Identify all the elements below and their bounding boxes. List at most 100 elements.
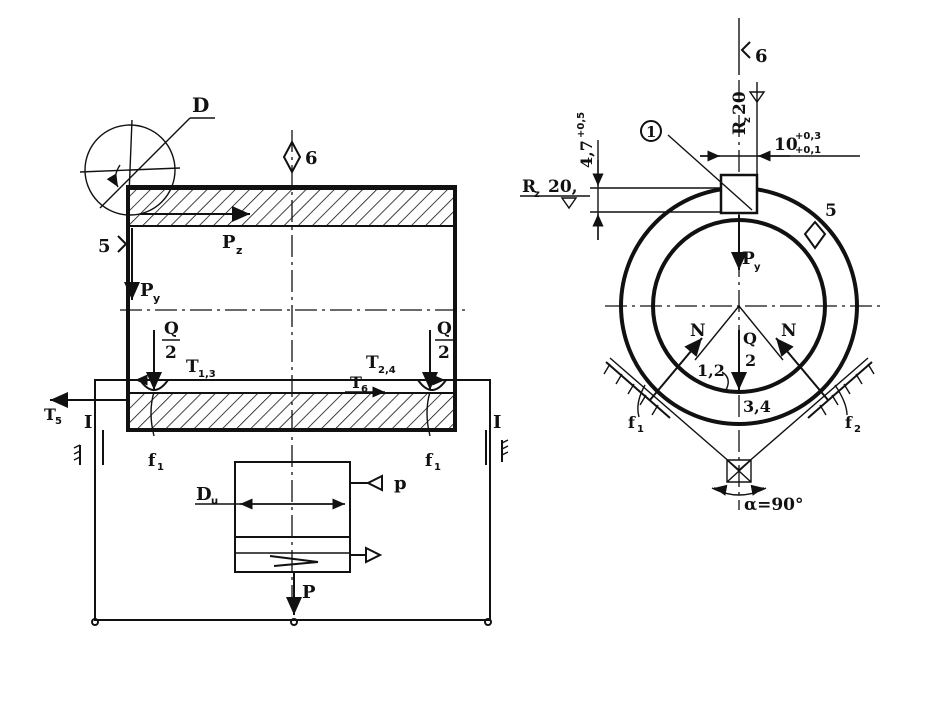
f2-ring-leader [834, 384, 848, 416]
label-n34: 3,4 [743, 397, 771, 416]
alpha-arrow-r [750, 484, 765, 496]
n12-leader [721, 371, 729, 391]
left-view: D 6 5 P z P y Q 2 Q 2 T 1,3 T 2,4 T 6 T … [44, 93, 509, 626]
label-f1-ring-sub: 1 [637, 424, 644, 435]
fixture-frame [94, 379, 491, 621]
label-dim-47-tol: +0,5 [576, 112, 587, 138]
label-i-left: I [84, 412, 92, 433]
label-t13: T [186, 357, 199, 377]
label-rz-left: R [522, 177, 537, 197]
label-f1-ring: f [628, 413, 636, 432]
label-py-left: P [140, 280, 154, 301]
dim-47-text-group: 4,7 +0,5 [576, 112, 596, 168]
label-t5: T [44, 405, 56, 424]
label-t13-sub: 1,3 [198, 369, 216, 380]
right-shoe [417, 379, 447, 391]
rz-top-text-group: R z 20 [730, 91, 753, 135]
label-rz-top-val: 20 [730, 91, 750, 115]
label-du-sub: u [211, 496, 218, 507]
right-support-hatch [807, 361, 875, 419]
label-two-left: 2 [165, 343, 177, 363]
n-left-arrow [694, 305, 740, 361]
label-q-right: Q [437, 319, 452, 339]
n-right-force [775, 337, 829, 401]
label-p-small: p [394, 473, 407, 494]
label-t6: T [350, 373, 362, 392]
right-shoe-leader [426, 391, 431, 437]
label-five-left: 5 [98, 236, 111, 257]
label-q-left: Q [164, 319, 179, 339]
label-t24: T [366, 353, 379, 373]
callout-circle-1 [640, 120, 662, 142]
label-rz-top: R [730, 120, 750, 135]
label-n-left: N [690, 321, 706, 341]
diameter-leader [99, 117, 191, 209]
label-f1-right-sub: 1 [434, 462, 441, 473]
label-f2-ring: f [845, 413, 853, 432]
label-p-big: P [302, 582, 316, 603]
right-view: 6 R z 20 4,7 +0,5 10 +0,3 +0,1 1 R z 20,… [520, 18, 880, 515]
label-py-ring-sub: y [754, 262, 761, 273]
label-rz-top-sub: z [742, 117, 753, 123]
pressure-port-top [350, 474, 383, 492]
five-chevron [117, 235, 128, 253]
label-t5-sub: 5 [55, 416, 62, 427]
rz-left-triangle [560, 197, 578, 210]
label-f2-ring-sub: 2 [854, 424, 861, 435]
label-two-right: 2 [438, 343, 450, 363]
prism-left-face [609, 357, 740, 471]
label-dim-10: 10 [774, 135, 798, 155]
label-pz-sub: z [236, 244, 242, 257]
node-left [91, 618, 99, 626]
label-d: D [192, 93, 209, 117]
label-two-ring: 2 [745, 351, 756, 370]
label-circle-1: 1 [646, 123, 656, 141]
label-f1-left-sub: 1 [157, 462, 164, 473]
label-six-left: 6 [305, 148, 318, 169]
spring-symbol [269, 555, 319, 567]
label-rz-left-sub: z [534, 189, 540, 200]
left-support-hatch [603, 361, 671, 419]
label-n12: 1,2 [697, 361, 725, 380]
label-py-ring: P [742, 249, 755, 269]
label-pz: P [222, 232, 236, 253]
wheel-rotation-arrow [106, 164, 121, 188]
label-t6-sub: 6 [361, 384, 368, 395]
keyway-slot [719, 173, 759, 215]
label-dim-10-tol-up: +0,3 [795, 131, 821, 142]
pressure-port-bottom [350, 546, 383, 564]
top-six-chevron [740, 41, 751, 59]
right-ground-hatch [501, 439, 509, 462]
left-shoe [139, 379, 169, 391]
label-py-left-sub: y [153, 292, 160, 305]
rz-top-triangle [748, 91, 766, 104]
keyway-diagonal [667, 134, 753, 211]
label-rz-left-val: 20, [548, 177, 578, 197]
node-right [484, 618, 492, 626]
left-ground-hatch [73, 444, 81, 465]
diamond-5-symbol [803, 220, 827, 250]
n-right-arrow [738, 305, 784, 361]
f1-ring-leader [637, 384, 646, 418]
label-f1-left: f [148, 451, 157, 471]
label-alpha: α=90° [744, 495, 803, 515]
diamond-6-symbol [282, 139, 302, 175]
left-shoe-leader [150, 391, 155, 437]
label-dim-10-tol-lo: +0,1 [795, 145, 821, 156]
label-du: D [196, 484, 212, 505]
label-five-right: 5 [825, 201, 837, 221]
label-t24-sub: 2,4 [378, 365, 396, 376]
label-i-right: I [493, 412, 501, 433]
prism-right-face [738, 357, 869, 471]
label-six-top: 6 [755, 46, 768, 67]
label-q-ring: Q [743, 329, 757, 348]
label-n-right: N [781, 321, 797, 341]
n-left-force [649, 337, 703, 401]
label-dim-47: 4,7 [577, 140, 596, 168]
label-f1-right: f [425, 451, 434, 471]
prism-bottom-symbol [726, 459, 752, 483]
alpha-arrow-l [713, 484, 728, 496]
node-mid [290, 618, 298, 626]
